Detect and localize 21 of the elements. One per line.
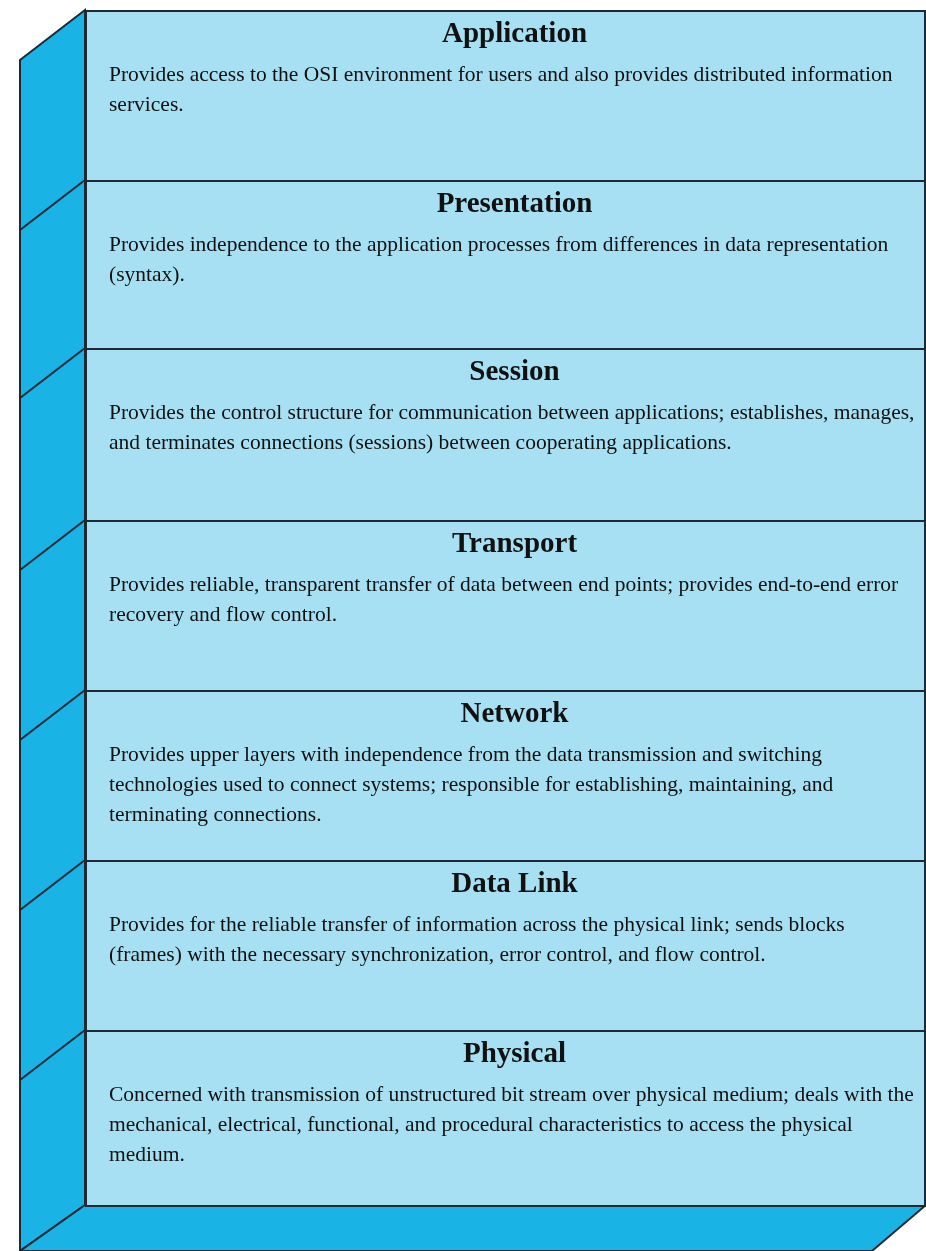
layer-title: Transport bbox=[451, 526, 578, 559]
layer-description: Provides upper layers with independence from the data transmission and switching technologies used to connect systems; responsible for establishing, maintaining, and terminating connections. bbox=[109, 741, 835, 828]
layer-title: Application bbox=[442, 16, 587, 49]
layer-box bbox=[85, 690, 926, 862]
layer-description: Provides reliable, transparent transfer of data between end points; provides end-to-end error recovery and flow control. bbox=[109, 571, 900, 628]
layer-title: Network bbox=[460, 696, 569, 729]
layer-description: Provides independence to the application processes from differences in data representation (syntax). bbox=[109, 231, 890, 288]
layer-description: Provides for the reliable transfer of information across the physical link; sends blocks (frames) with the necessary synchronization, error control, and flow control. bbox=[109, 911, 846, 968]
layer-title: Data Link bbox=[451, 866, 578, 899]
layer-box bbox=[85, 180, 926, 350]
layer-title: Presentation bbox=[436, 186, 593, 219]
layer-box bbox=[85, 520, 926, 692]
layer-box bbox=[85, 1030, 926, 1207]
layer-description: Concerned with transmission of unstructured bit stream over physical medium; deals with the mechanical, electrical, functional, and procedural characteristics to access the physical medium. bbox=[109, 1081, 915, 1168]
layer-box bbox=[85, 860, 926, 1032]
layer-box bbox=[85, 348, 926, 522]
layer-box bbox=[85, 10, 926, 182]
layer-title: Session bbox=[469, 354, 560, 387]
layer-description: Provides the control structure for communication between applications; establishes, manages, and terminates connections (sessions) between cooperating applications. bbox=[109, 399, 916, 456]
layer-description: Provides access to the OSI environment for users and also provides distributed information services. bbox=[109, 61, 894, 118]
layer-title: Physical bbox=[462, 1036, 567, 1069]
